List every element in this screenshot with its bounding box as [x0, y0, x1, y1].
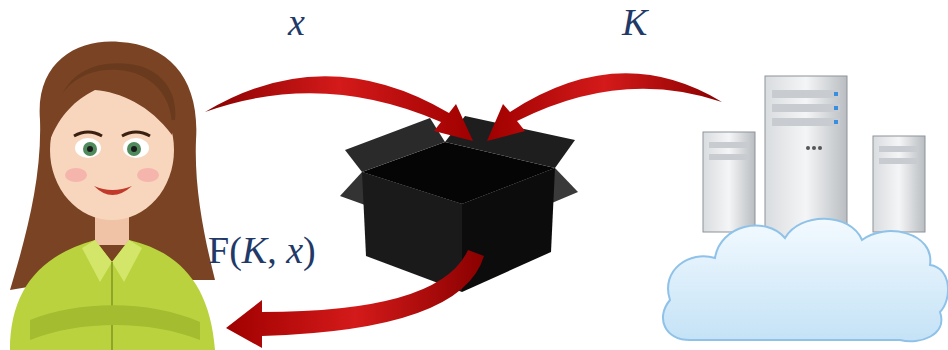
key-arrow [487, 73, 722, 141]
flow-arrows [205, 73, 722, 348]
math-label: F(K, x) [208, 230, 316, 272]
server-cloud [663, 76, 948, 341]
woman-figure [10, 42, 215, 350]
label-holder: x [288, 2, 305, 44]
math-label: K [622, 2, 647, 44]
label-holder: F(K, x) [208, 230, 316, 272]
label-holder: K [622, 2, 647, 44]
input-arrow [205, 76, 473, 141]
math-label: x [288, 2, 305, 44]
